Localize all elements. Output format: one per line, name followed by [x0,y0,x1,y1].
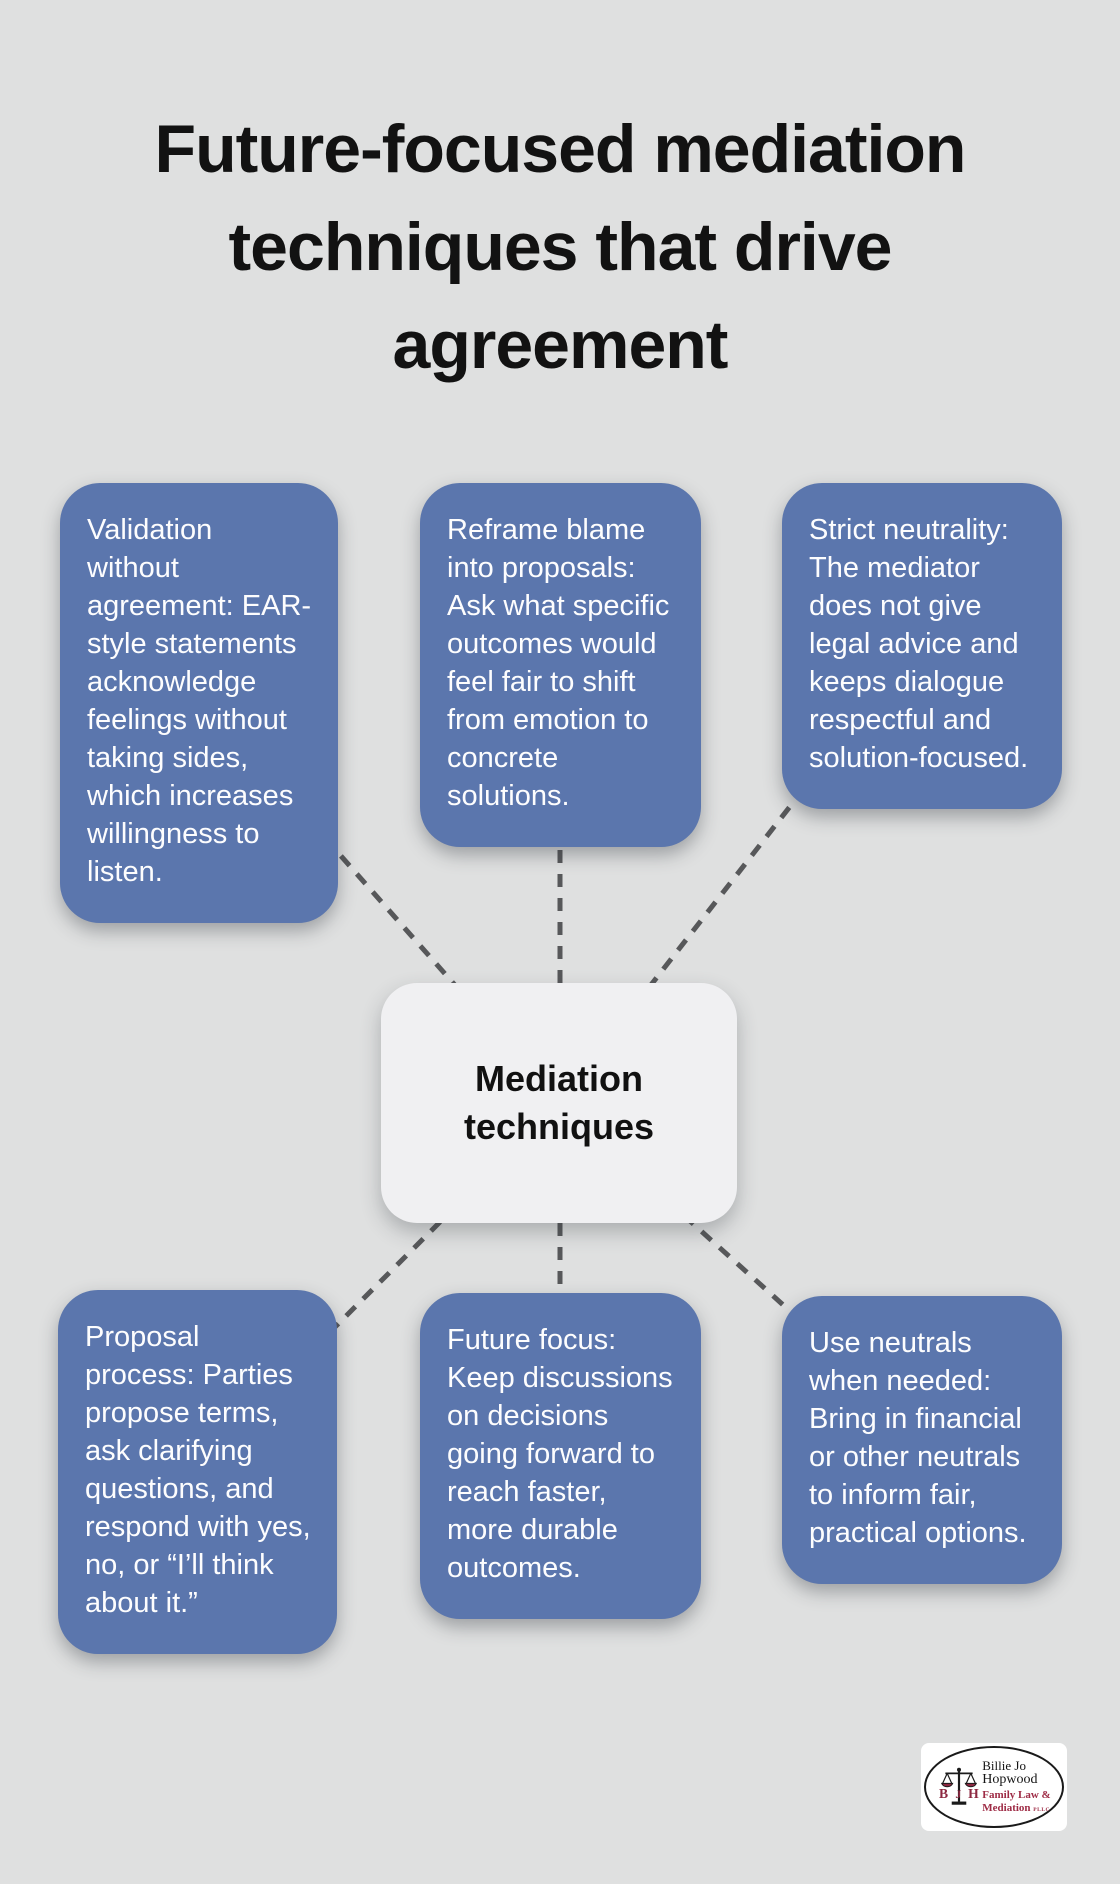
center-node-label: Mediation techniques [463,1058,655,1147]
technique-card-text: Strict neutrality: The mediator does not… [809,514,1029,774]
logo-name-line2: Hopwood [982,1771,1038,1787]
logo-text-block: Billie Jo Hopwood Family Law & Mediation… [982,1759,1050,1815]
logo-monogram-h: H [968,1786,979,1801]
technique-card-use-neutrals: Use neutrals when needed: Bring in finan… [782,1296,1062,1584]
scales-of-justice-icon: B J H [939,1767,979,1805]
technique-card-text: Future focus: Keep discussions on decisi… [447,1324,673,1584]
technique-card-proposal-process: Proposal process: Parties propose terms,… [58,1290,337,1654]
logo-tagline-suffix: PLLC [1033,1807,1050,1814]
law-firm-logo: B J H Billie Jo Hopwood Family Law & Med… [921,1743,1067,1831]
page-title-line: techniques that drive [228,209,893,285]
technique-card-text: Validation without agreement: EAR-style … [87,514,312,888]
logo-tagline-line2: Mediation PLLC [982,1802,1050,1815]
center-node: Mediation techniques [381,983,737,1223]
technique-card-validation: Validation without agreement: EAR-style … [60,483,338,923]
technique-card-strict-neutrality: Strict neutrality: The mediator does not… [782,483,1062,809]
technique-card-text: Reframe blame into proposals: Ask what s… [447,514,670,812]
logo-monogram-b: B [939,1786,948,1801]
page-title: Future-focused mediation techniques that… [0,100,1120,394]
technique-card-text: Proposal process: Parties propose terms,… [85,1321,311,1619]
logo-tagline-text: Mediation [982,1802,1031,1815]
logo-name-line1: Billie Jo [982,1758,1026,1774]
technique-card-reframe-blame: Reframe blame into proposals: Ask what s… [420,483,701,847]
technique-card-future-focus: Future focus: Keep discussions on decisi… [420,1293,701,1619]
technique-card-text: Use neutrals when needed: Bring in finan… [809,1327,1027,1549]
logo-monogram-j: J [956,1787,962,1801]
logo-tagline-line1: Family Law & [982,1788,1051,1801]
page-title-line: agreement [392,307,729,383]
connector-line [196,692,561,1105]
page-title-line: Future-focused mediation [154,111,967,187]
logo-ellipse: B J H Billie Jo Hopwood Family Law & Med… [924,1746,1064,1828]
